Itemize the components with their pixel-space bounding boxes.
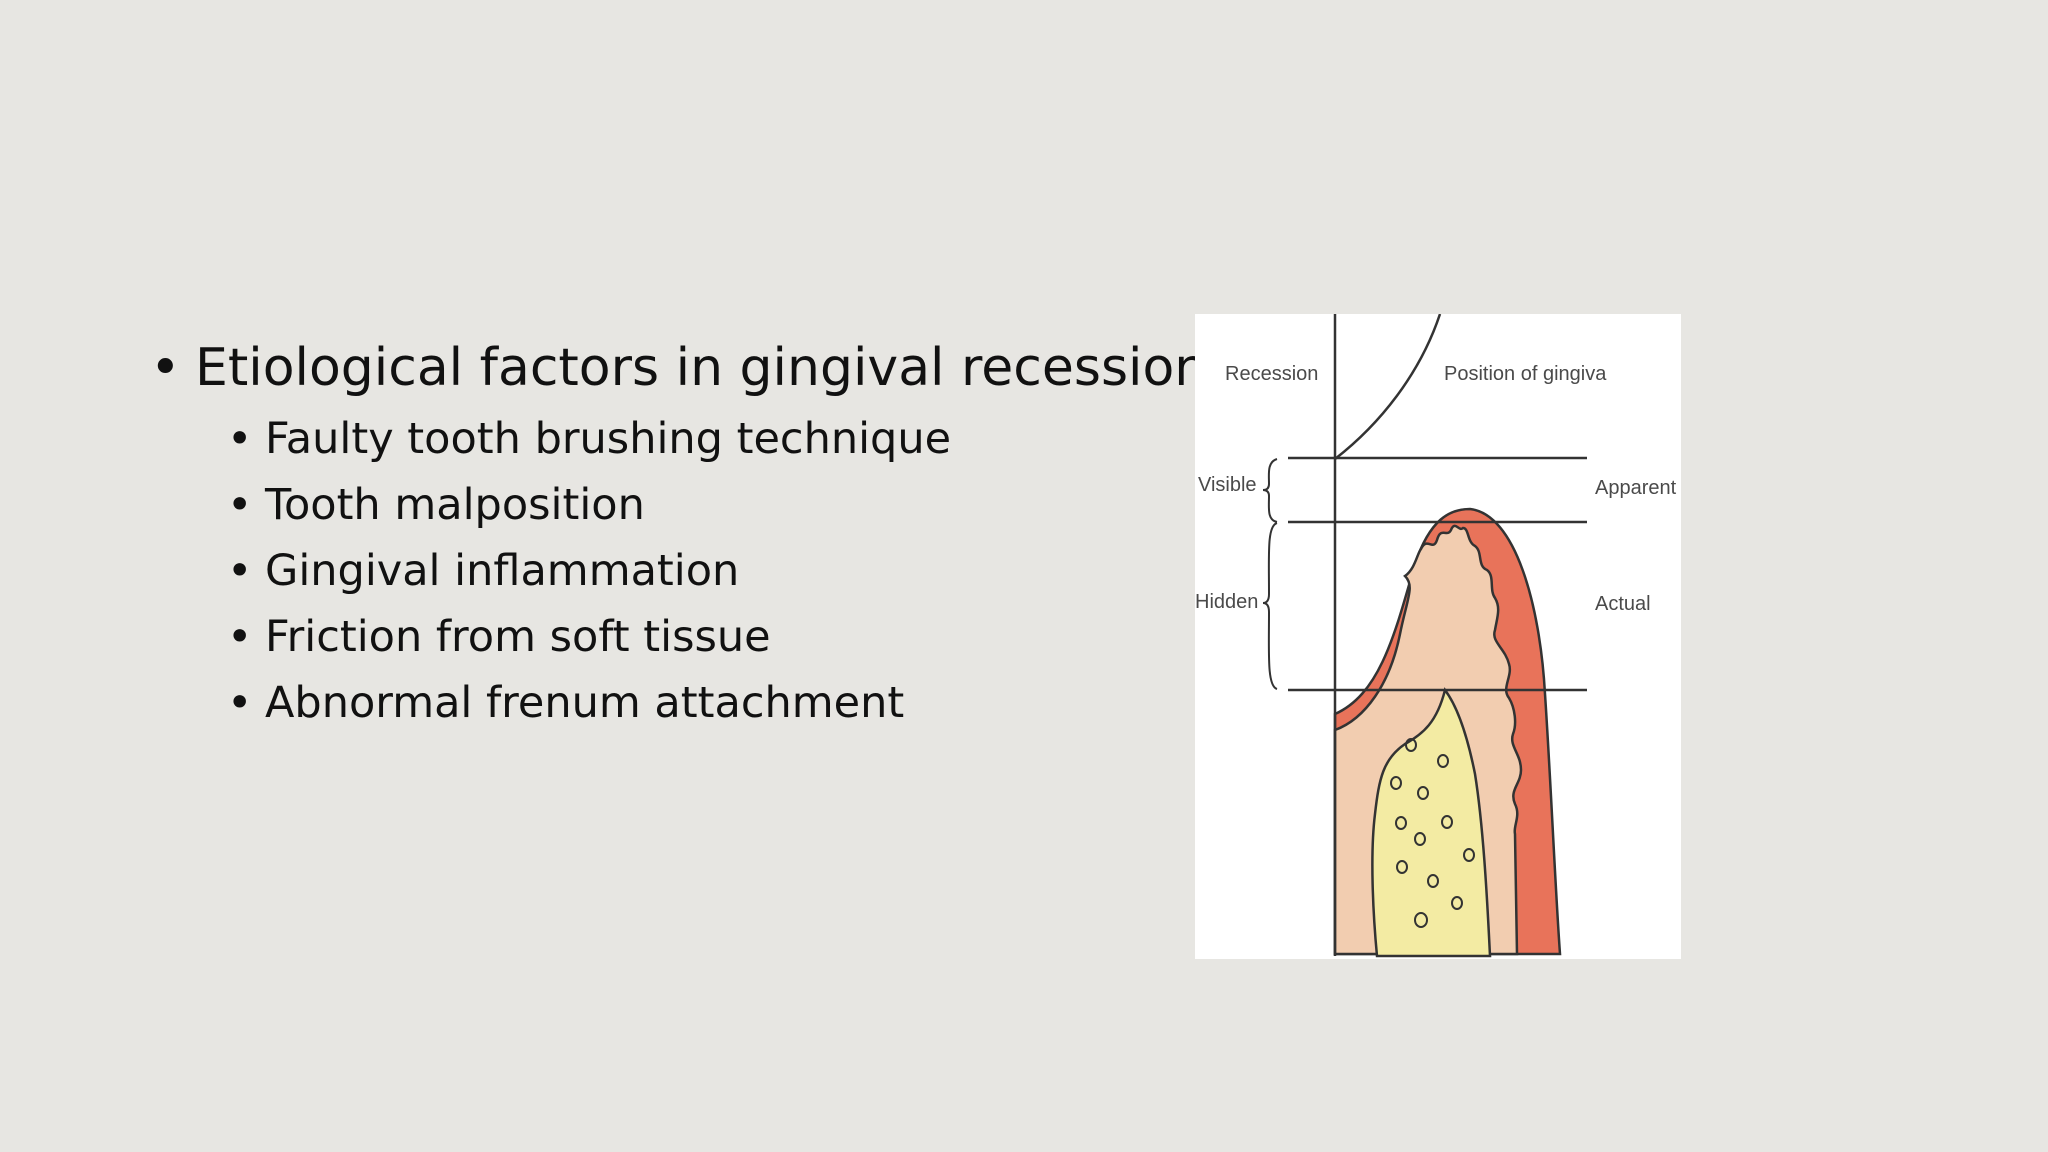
- main-bullet: • Etiological factors in gingival recess…: [150, 332, 1225, 404]
- sub-bullet-list: • Faulty tooth brushing technique • Toot…: [150, 406, 1150, 736]
- position-of-gingiva-label: Position of gingiva: [1444, 363, 1607, 385]
- bullet-dot: •: [227, 612, 253, 662]
- sub-bullet-text: Friction from soft tissue: [265, 612, 771, 662]
- sub-bullet: • Faulty tooth brushing technique: [227, 406, 1150, 472]
- main-bullet-text: Etiological factors in gingival recessio…: [195, 338, 1225, 398]
- sub-bullet-text: Faulty tooth brushing technique: [265, 414, 952, 464]
- sub-bullet-text: Gingival inflammation: [265, 546, 740, 596]
- sub-bullet: • Tooth malposition: [227, 472, 1150, 538]
- sub-bullet: • Friction from soft tissue: [227, 604, 1150, 670]
- sub-bullet: • Abnormal frenum attachment: [227, 670, 1150, 736]
- sub-bullet-text: Tooth malposition: [265, 480, 645, 530]
- bullet-dot: •: [227, 414, 253, 464]
- hidden-brace: [1262, 522, 1278, 690]
- hidden-label: Hidden: [1195, 591, 1258, 613]
- bullet-dot: •: [150, 338, 181, 398]
- bone-marrow-spaces: [1390, 738, 1475, 928]
- gingival-recession-diagram: Recession Position of gingiva Visible Ap…: [1195, 314, 1681, 959]
- bone-shape: [1371, 687, 1492, 958]
- bullet-dot: •: [227, 678, 253, 728]
- bullet-list: • Etiological factors in gingival recess…: [150, 332, 1225, 736]
- diagram-svg: Recession Position of gingiva Visible Ap…: [1195, 314, 1677, 958]
- visible-brace: [1262, 458, 1278, 523]
- actual-label: Actual: [1595, 593, 1651, 615]
- visible-label: Visible: [1198, 474, 1257, 496]
- sub-bullet: • Gingival inflammation: [227, 538, 1150, 604]
- bullet-dot: •: [227, 480, 253, 530]
- recession-label: Recession: [1225, 363, 1318, 385]
- bullet-dot: •: [227, 546, 253, 596]
- gingiva-position-curve: [1334, 314, 1442, 460]
- sub-bullet-text: Abnormal frenum attachment: [265, 678, 905, 728]
- apparent-label: Apparent: [1595, 477, 1677, 499]
